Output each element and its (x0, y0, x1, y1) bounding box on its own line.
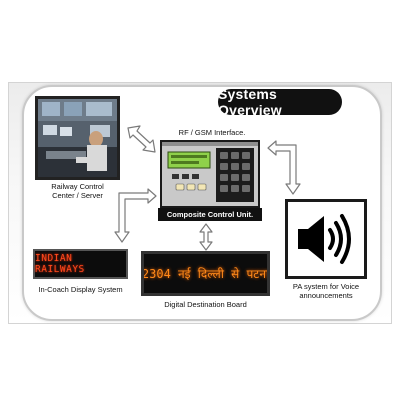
in-coach-display-caption: In-Coach Display System (38, 285, 123, 294)
pa-system-caption-line2: announcements (299, 291, 353, 300)
arrow-control-center-to-unit (127, 125, 156, 153)
arrow-unit-to-speaker (267, 140, 301, 195)
destination-display-board: 2304 नई दिल्ली से पटना (141, 251, 270, 296)
composite-control-unit-label: Composite Control Unit. (158, 208, 262, 221)
arrow-unit-to-in-coach (114, 188, 157, 243)
speaker-volume-icon (298, 214, 351, 264)
rf-gsm-label: RF / GSM Interface. (178, 128, 246, 137)
arrow-unit-to-destination (199, 223, 213, 251)
pa-system-caption: PA system for Voice announcements (285, 282, 367, 300)
pa-system-caption-line1: PA system for Voice (292, 282, 360, 291)
diagram-title: Systems Overview (218, 86, 342, 118)
in-coach-display-board: INDIAN RAILWAYS (33, 249, 128, 279)
destination-board-caption: Digital Destination Board (164, 300, 247, 309)
railway-control-caption-line1: Railway Control (51, 182, 104, 191)
control-room-image (38, 99, 117, 177)
control-unit-image (162, 142, 258, 206)
railway-control-caption: Railway Control Center / Server (30, 182, 125, 200)
railway-control-caption-line2: Center / Server (52, 191, 103, 200)
pa-speaker-box (285, 199, 367, 279)
railway-control-center-photo (35, 96, 120, 180)
composite-control-unit-device (160, 140, 260, 208)
